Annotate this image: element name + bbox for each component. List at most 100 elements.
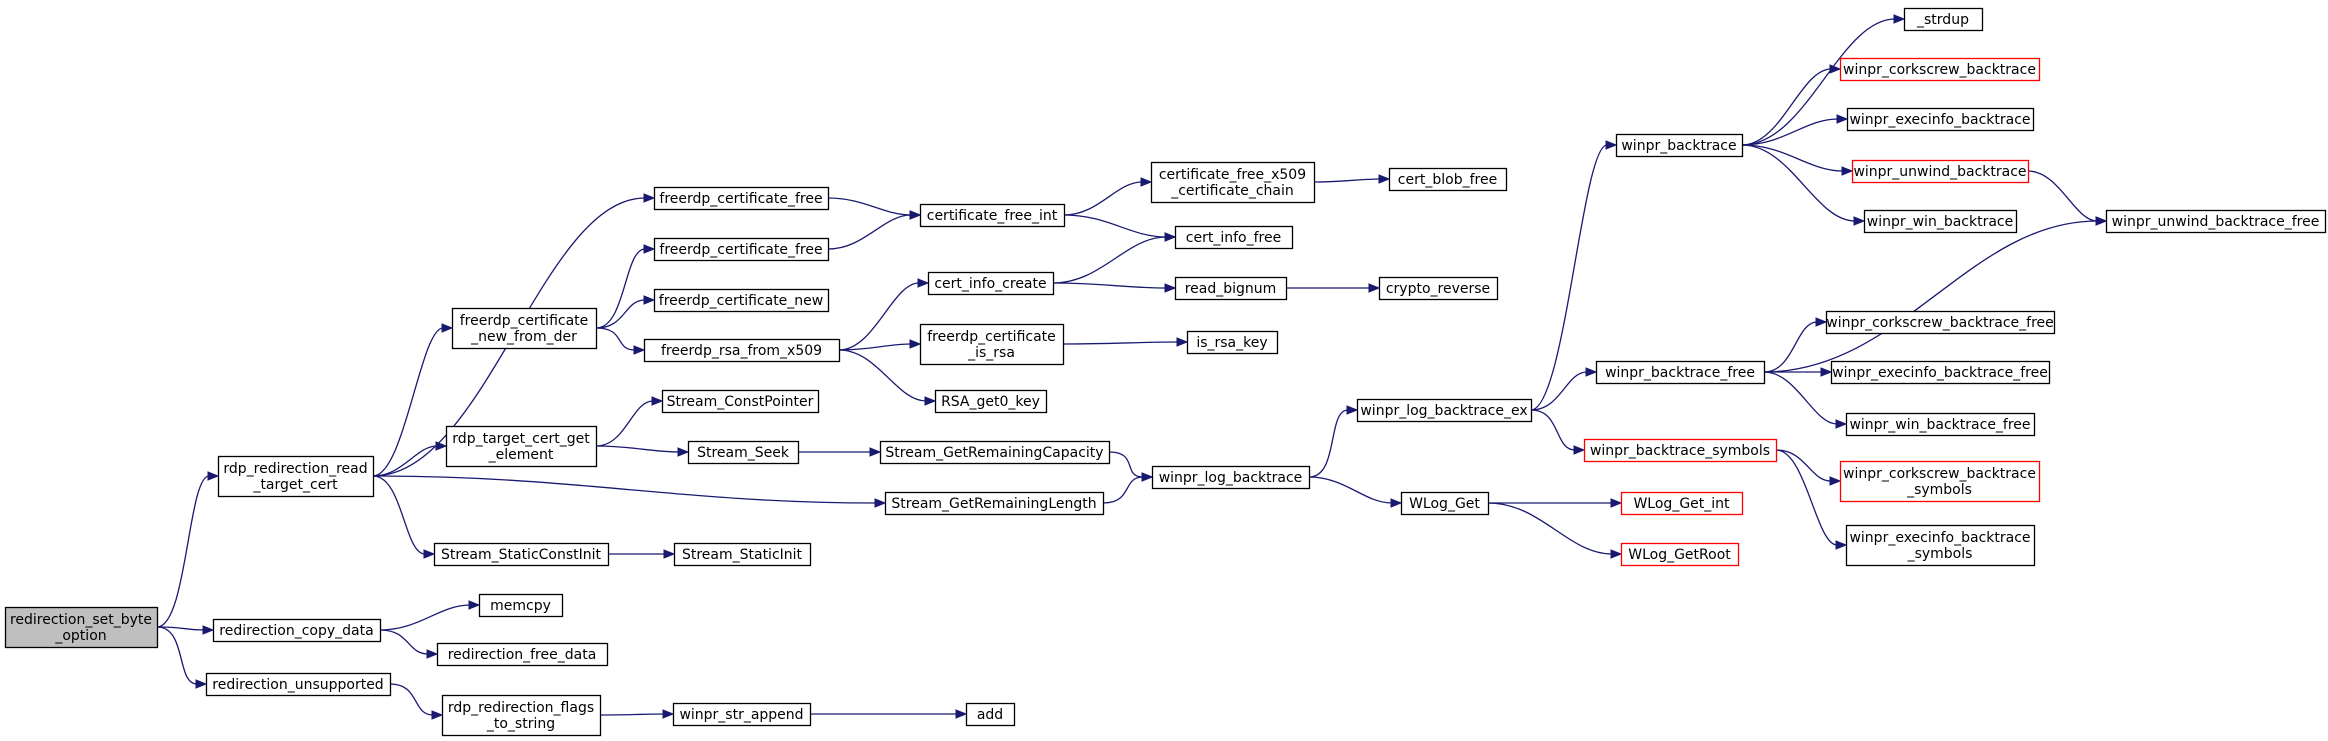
node-freerdp-certificate-is-rsa[interactable]: freerdp_certificate_is_rsa <box>919 323 1065 366</box>
node-box <box>1186 330 1279 355</box>
node-rdp-redirection-flags-to-string[interactable]: rdp_redirection_flags_to_string <box>441 694 602 737</box>
node-stream-seek[interactable]: Stream_Seek <box>687 440 800 465</box>
node-read-bignum[interactable]: read_bignum <box>1174 276 1288 301</box>
edge-line <box>1062 341 1179 345</box>
node-winpr-log-backtrace-ex[interactable]: winpr_log_backtrace_ex <box>1356 398 1533 423</box>
edge-line <box>595 445 680 453</box>
edge-freerdp-rsa-from-x509-to-rsa-get0-key <box>838 349 937 406</box>
node-label: freerdp_certificate_free <box>659 191 822 207</box>
node-winpr-win-backtrace[interactable]: winpr_win_backtrace <box>1863 209 2018 234</box>
node-crypto-reverse[interactable]: crypto_reverse <box>1378 276 1499 301</box>
node-box <box>1620 542 1740 567</box>
node-freerdp-certificate-new-from-der[interactable]: freerdp_certificate_new_from_der <box>451 307 598 350</box>
node-winpr-win-backtrace-free[interactable]: winpr_win_backtrace_free <box>1845 412 2036 437</box>
node-winpr-log-backtrace[interactable]: winpr_log_backtrace <box>1151 465 1311 490</box>
edge-freerdp-rsa-from-x509-to-freerdp-certificate-is-rsa <box>838 339 922 351</box>
edge-line <box>595 400 654 447</box>
node-box <box>1825 310 2056 335</box>
node-rsa-get0-key[interactable]: RSA_get0_key <box>934 389 1048 414</box>
node-wlog-getroot[interactable]: WLog_GetRoot <box>1620 542 1740 567</box>
edge-line <box>1063 214 1167 238</box>
edge-arrowhead <box>909 210 922 220</box>
node-label: rdp_target_cert_get <box>452 431 590 447</box>
edge-winpr-backtrace-to-winpr-unwind-backtrace <box>1741 144 1854 176</box>
node-box <box>1839 57 2041 82</box>
node-strdup[interactable]: _strdup <box>1903 7 1984 32</box>
node-winpr-str-append[interactable]: winpr_str_append <box>672 702 812 727</box>
edge-winpr-backtrace-free-to-winpr-corkscrew-backtrace-free <box>1763 317 1828 373</box>
node-stream-constpointer[interactable]: Stream_ConstPointer <box>661 389 820 414</box>
node-winpr-execinfo-backtrace-symbols[interactable]: winpr_execinfo_backtrace_symbols <box>1845 524 2036 567</box>
node-wlog-get-int[interactable]: WLog_Get_int <box>1620 491 1744 516</box>
node-stream-staticinit[interactable]: Stream_StaticInit <box>673 542 812 567</box>
node-winpr-backtrace-symbols[interactable]: winpr_backtrace_symbols <box>1583 438 1778 463</box>
node-redirection-free-data[interactable]: redirection_free_data <box>436 642 609 667</box>
node-memcpy[interactable]: memcpy <box>478 593 564 618</box>
edge-wlog-get-to-wlog-get-int <box>1488 498 1623 508</box>
node-freerdp-rsa-from-x509[interactable]: freerdp_rsa_from_x509 <box>643 338 841 363</box>
edge-freerdp-certificate-is-rsa-to-is-rsa-key <box>1062 337 1189 347</box>
node-rdp-target-cert-get-element[interactable]: rdp_target_cert_get_element <box>445 425 598 468</box>
edge-line <box>389 683 434 716</box>
node-box <box>934 389 1048 414</box>
node-label: _target_cert <box>252 477 338 493</box>
node-cert-blob-free[interactable]: cert_blob_free <box>1388 167 1508 192</box>
edge-arrowhead <box>1368 283 1381 293</box>
node-winpr-corkscrew-backtrace[interactable]: winpr_corkscrew_backtrace <box>1839 57 2041 82</box>
edge-arrowhead <box>1829 64 1842 74</box>
node-winpr-unwind-backtrace-free[interactable]: winpr_unwind_backtrace_free <box>2105 209 2327 234</box>
node-redirection-set-byte-option[interactable]: redirection_set_byte_option <box>4 606 159 649</box>
edge-freerdp-certificate-free-2-to-certificate-free-int <box>827 210 922 250</box>
edge-line <box>838 282 920 351</box>
node-label: _option <box>54 628 106 644</box>
node-freerdp-certificate-new[interactable]: freerdp_certificate_new <box>653 288 830 313</box>
edge-arrowhead <box>423 549 436 559</box>
node-label: winpr_corkscrew_backtrace_free <box>1826 315 2054 331</box>
edge-certificate-free-int-to-certificate-free-x509-certificate-chain <box>1063 177 1153 216</box>
node-box <box>687 440 800 465</box>
node-redirection-copy-data[interactable]: redirection_copy_data <box>212 618 382 643</box>
node-cert-info-free[interactable]: cert_info_free <box>1174 225 1294 250</box>
node-label: WLog_GetRoot <box>1628 547 1731 563</box>
node-winpr-backtrace[interactable]: winpr_backtrace <box>1615 133 1744 158</box>
edge-arrowhead <box>909 339 922 349</box>
node-wlog-get[interactable]: WLog_Get <box>1400 491 1490 516</box>
node-stream-getremainingcapacity[interactable]: Stream_GetRemainingCapacity <box>879 440 1111 465</box>
edge-arrowhead <box>924 396 937 406</box>
node-stream-staticconstinit[interactable]: Stream_StaticConstInit <box>433 542 610 567</box>
edge-layer <box>156 14 2108 720</box>
edge-rdp-target-cert-get-element-to-stream-seek <box>595 445 690 457</box>
edge-freerdp-certificate-new-from-der-to-freerdp-certificate-new <box>595 295 656 329</box>
node-cert-info-create[interactable]: cert_info_create <box>927 271 1055 296</box>
node-label: _new_from_der <box>470 329 577 345</box>
node-winpr-corkscrew-backtrace-free[interactable]: winpr_corkscrew_backtrace_free <box>1825 310 2056 335</box>
node-label: Stream_StaticConstInit <box>441 547 602 563</box>
node-certificate-free-int[interactable]: certificate_free_int <box>919 203 1066 228</box>
node-freerdp-certificate-free-2[interactable]: freerdp_certificate_free <box>653 237 830 262</box>
edge-line <box>1530 409 1576 451</box>
node-box <box>672 702 812 727</box>
edge-line <box>838 349 927 402</box>
node-box <box>643 338 841 363</box>
node-stream-getremaininglength[interactable]: Stream_GetRemainingLength <box>884 491 1105 516</box>
edge-arrowhead <box>2095 216 2108 226</box>
edge-arrowhead <box>1346 405 1359 415</box>
edge-arrowhead <box>651 396 664 406</box>
edge-arrowhead <box>1829 476 1842 486</box>
node-freerdp-certificate-free-1[interactable]: freerdp_certificate_free <box>653 186 830 211</box>
node-winpr-execinfo-backtrace-free[interactable]: winpr_execinfo_backtrace_free <box>1830 360 2051 385</box>
node-rdp-redirection-read-target-cert[interactable]: rdp_redirection_read_target_cert <box>217 455 375 498</box>
node-label: rdp_redirection_read <box>223 461 367 477</box>
node-certificate-free-x509-certificate-chain[interactable]: certificate_free_x509_certificate_chain <box>1150 161 1316 204</box>
node-is-rsa-key[interactable]: is_rsa_key <box>1186 330 1279 355</box>
node-add[interactable]: add <box>965 702 1016 727</box>
node-label: freerdp_certificate <box>927 329 1056 345</box>
node-box <box>1620 491 1744 516</box>
edge-arrowhead <box>1835 419 1848 429</box>
node-winpr-corkscrew-backtrace-symbols[interactable]: winpr_corkscrew_backtrace_symbols <box>1839 460 2041 503</box>
node-redirection-unsupported[interactable]: redirection_unsupported <box>205 672 392 697</box>
node-winpr-execinfo-backtrace[interactable]: winpr_execinfo_backtrace <box>1846 107 2035 132</box>
node-winpr-unwind-backtrace[interactable]: winpr_unwind_backtrace <box>1851 159 2030 184</box>
node-winpr-backtrace-free[interactable]: winpr_backtrace_free <box>1595 360 1766 385</box>
edge-line <box>156 626 205 631</box>
